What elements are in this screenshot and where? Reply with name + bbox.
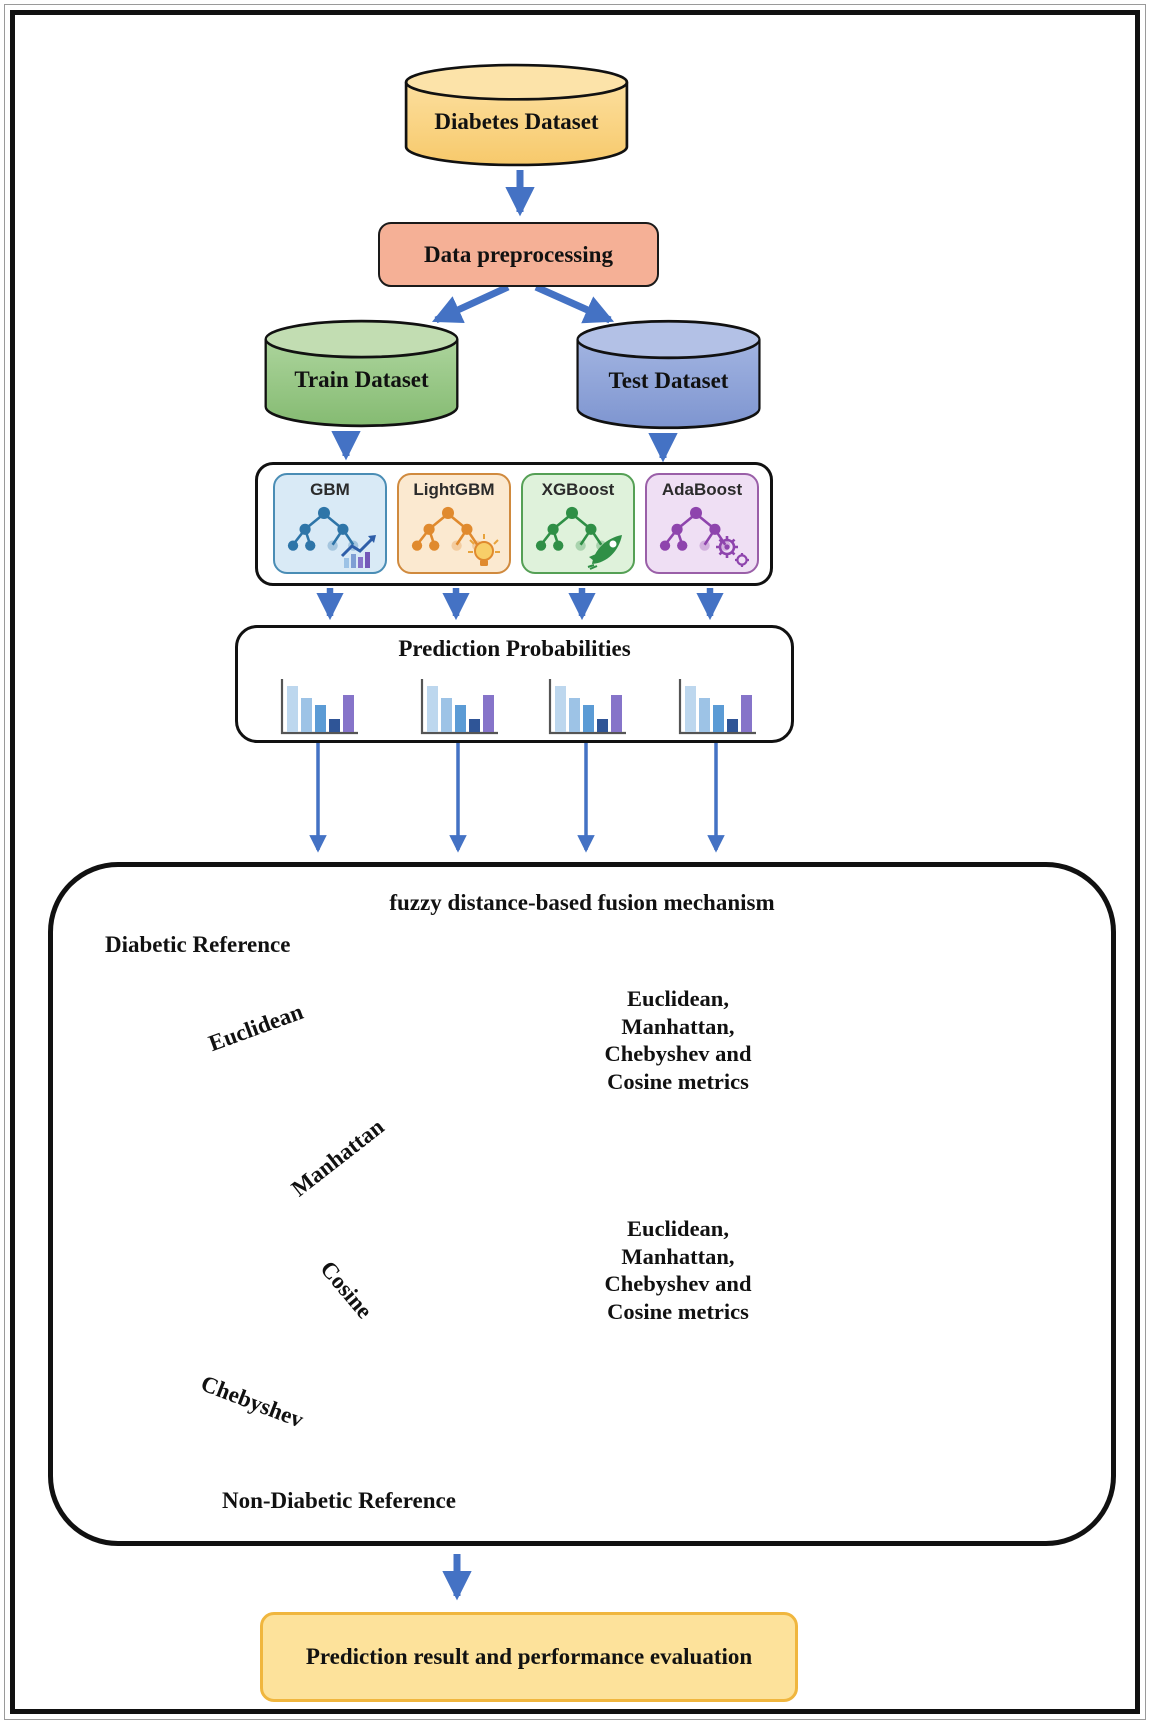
probability-bar bbox=[699, 698, 710, 732]
fusion-mechanism-title: fuzzy distance-based fusion mechanism bbox=[389, 890, 775, 915]
probability-bar bbox=[555, 686, 566, 732]
gears-icon bbox=[716, 536, 749, 567]
model-card-xgboost: XGBoost bbox=[521, 473, 635, 574]
probability-bar bbox=[569, 698, 580, 732]
probability-bar-chart-icon bbox=[280, 679, 358, 735]
metrics-text-non-diabetic: Euclidean, Manhattan, Chebyshev and Cosi… bbox=[604, 1216, 752, 1324]
probability-bar bbox=[287, 686, 298, 732]
probability-bar bbox=[611, 695, 622, 732]
result-box: Prediction result and performance evalua… bbox=[260, 1612, 798, 1702]
probability-bar-chart-icon bbox=[548, 679, 626, 735]
fusion-mechanism-box bbox=[48, 862, 1116, 1546]
probability-bar bbox=[427, 686, 438, 732]
cylinder-shape bbox=[264, 319, 459, 428]
gbm-label: GBM bbox=[310, 480, 350, 499]
diabetic-reference-label: Diabetic Reference bbox=[105, 932, 291, 957]
probability-bar bbox=[713, 705, 724, 732]
probability-bar bbox=[597, 719, 608, 732]
train-dataset-cylinder: Train Dataset bbox=[263, 318, 460, 429]
result-label: Prediction result and performance evalua… bbox=[305, 1644, 753, 1669]
probability-bar bbox=[741, 695, 752, 732]
model-card-adaboost: AdaBoost bbox=[645, 473, 759, 574]
diabetes-dataset-label: Diabetes Dataset bbox=[434, 108, 599, 134]
probability-chart-xgboost bbox=[542, 676, 630, 738]
cylinder-shape bbox=[576, 319, 761, 430]
train-dataset-label: Train Dataset bbox=[294, 366, 429, 392]
prediction-probabilities-label: Prediction Probabilities bbox=[398, 636, 631, 661]
trend-chart-icon bbox=[340, 535, 376, 568]
probability-chart-lightgbm bbox=[414, 676, 502, 738]
data-preprocessing-box: Data preprocessing bbox=[378, 222, 659, 287]
test-dataset-label: Test Dataset bbox=[608, 367, 729, 393]
probability-bar-chart-icon bbox=[420, 679, 498, 735]
arrow-preprocessing-to-train bbox=[431, 283, 510, 324]
probability-bar bbox=[469, 719, 480, 732]
probability-bar bbox=[685, 686, 696, 732]
adaboost-label: AdaBoost bbox=[661, 480, 743, 499]
model-card-lightgbm: LightGBM bbox=[397, 473, 511, 574]
probability-bar bbox=[301, 698, 312, 732]
probability-bar bbox=[583, 705, 594, 732]
rocket-icon bbox=[587, 535, 622, 570]
arrow-preprocessing-to-test bbox=[534, 283, 615, 324]
non-diabetic-reference-label: Non-Diabetic Reference bbox=[222, 1488, 456, 1513]
probability-bar bbox=[343, 695, 354, 732]
probability-bar bbox=[329, 719, 340, 732]
model-card-gbm: GBM bbox=[273, 473, 387, 574]
probability-bar bbox=[315, 705, 326, 732]
probability-bar-chart-icon bbox=[678, 679, 756, 735]
decision-tree-icon bbox=[535, 506, 607, 551]
metrics-text-diabetic: Euclidean, Manhattan, Chebyshev and Cosi… bbox=[604, 986, 752, 1094]
diabetes-dataset-cylinder: Diabetes Dataset bbox=[403, 62, 630, 168]
probability-bar bbox=[455, 705, 466, 732]
cylinder-shape bbox=[404, 63, 629, 167]
probability-bar bbox=[727, 719, 738, 732]
probability-chart-adaboost bbox=[672, 676, 760, 738]
lightgbm-label: LightGBM bbox=[413, 480, 495, 499]
lightbulb-icon bbox=[468, 534, 500, 566]
xgboost-label: XGBoost bbox=[541, 480, 615, 499]
probability-chart-gbm bbox=[274, 676, 362, 738]
data-preprocessing-label: Data preprocessing bbox=[424, 241, 613, 267]
test-dataset-cylinder: Test Dataset bbox=[575, 318, 762, 431]
ensemble-models-box: GBM LightGBM bbox=[255, 462, 773, 586]
probability-bar bbox=[441, 698, 452, 732]
probability-bar bbox=[483, 695, 494, 732]
